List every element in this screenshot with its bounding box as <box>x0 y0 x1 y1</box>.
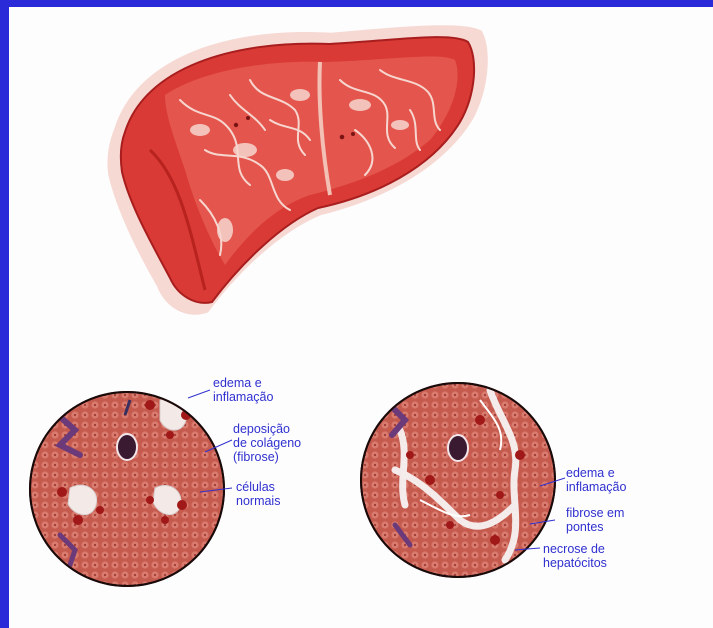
label-fibrose-pontes: fibrose em pontes <box>566 506 624 534</box>
label-line: inflamação <box>566 480 626 494</box>
label-line: edema e <box>566 466 626 480</box>
label-necrose: necrose de hepatócitos <box>543 542 607 570</box>
label-edema-right: edema e inflamação <box>566 466 626 494</box>
histology-circle-right <box>350 370 570 590</box>
label-edema-left: edema e inflamação <box>213 376 273 404</box>
label-line: pontes <box>566 520 624 534</box>
label-line: inflamação <box>213 390 273 404</box>
label-line: deposição <box>233 422 301 436</box>
label-line: necrose de <box>543 542 607 556</box>
label-line: fibrose em <box>566 506 624 520</box>
label-line: edema e <box>213 376 273 390</box>
label-line: normais <box>236 494 280 508</box>
label-line: (fibrose) <box>233 450 301 464</box>
label-line: de colágeno <box>233 436 301 450</box>
label-line: células <box>236 480 280 494</box>
histology-circle-left <box>20 380 240 600</box>
label-celulas-normais: células normais <box>236 480 280 508</box>
label-colageno: deposição de colágeno (fibrose) <box>233 422 301 464</box>
cirrhotic-liver <box>107 25 487 315</box>
label-line: hepatócitos <box>543 556 607 570</box>
